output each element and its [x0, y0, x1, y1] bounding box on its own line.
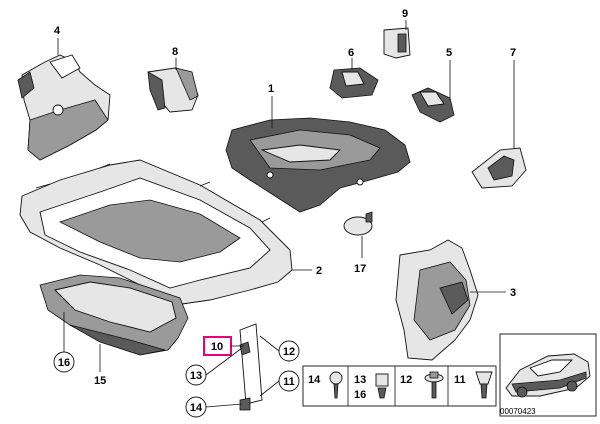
callout-14: 14	[190, 402, 203, 414]
callout-15: 15	[94, 375, 106, 387]
callout-16: 16	[58, 357, 70, 369]
hw-label-16: 16	[354, 389, 366, 401]
part-3-side-panel[interactable]	[395, 239, 479, 361]
hw-label-13: 13	[354, 374, 366, 386]
callout-3: 3	[510, 287, 516, 299]
part-15-front-shield[interactable]	[39, 274, 189, 356]
lead-12-11	[259, 335, 280, 397]
callout-17: 17	[354, 263, 366, 275]
callout-5: 5	[446, 47, 452, 59]
part-8-air-duct[interactable]	[147, 67, 199, 113]
car-thumbnail	[499, 333, 597, 417]
callout-4: 4	[54, 25, 61, 37]
callout-13: 13	[190, 370, 202, 382]
callout-11: 11	[283, 376, 295, 388]
part-9-clip[interactable]	[383, 27, 411, 59]
part-4-left-bracket[interactable]	[17, 54, 111, 161]
hw-label-11: 11	[454, 374, 466, 386]
hw-label-14: 14	[308, 374, 321, 386]
expansion-clip-icon[interactable]	[475, 371, 493, 399]
screw-icon[interactable]	[329, 371, 343, 399]
callout-7: 7	[510, 47, 516, 59]
callout-8: 8	[172, 46, 178, 58]
part-2-underfloor-panel[interactable]	[19, 159, 293, 306]
callout-circle-16	[53, 351, 75, 373]
hardware-table: 14 13 16 12 11	[302, 365, 497, 407]
callout-10[interactable]: 10	[211, 341, 223, 353]
nut-clip-icon[interactable]	[375, 373, 389, 399]
part-10-bracket-strap[interactable]	[239, 323, 263, 411]
part-6-cover[interactable]	[329, 67, 379, 99]
callout-2: 2	[316, 265, 322, 277]
callout-12: 12	[283, 346, 295, 358]
hw-label-12: 12	[400, 374, 412, 386]
lead-13-14	[205, 347, 243, 408]
drawing-code: 00070423	[500, 407, 536, 416]
part-1-underbody-shield[interactable]	[225, 117, 411, 213]
callout-6: 6	[348, 47, 354, 59]
part-17-round-cover[interactable]	[343, 211, 373, 236]
callout-1: 1	[268, 83, 274, 95]
bolt-washer-icon[interactable]	[424, 371, 444, 399]
part-5-bracket[interactable]	[411, 87, 455, 123]
part-7-grommet[interactable]	[471, 147, 527, 189]
callout-9: 9	[402, 8, 408, 20]
